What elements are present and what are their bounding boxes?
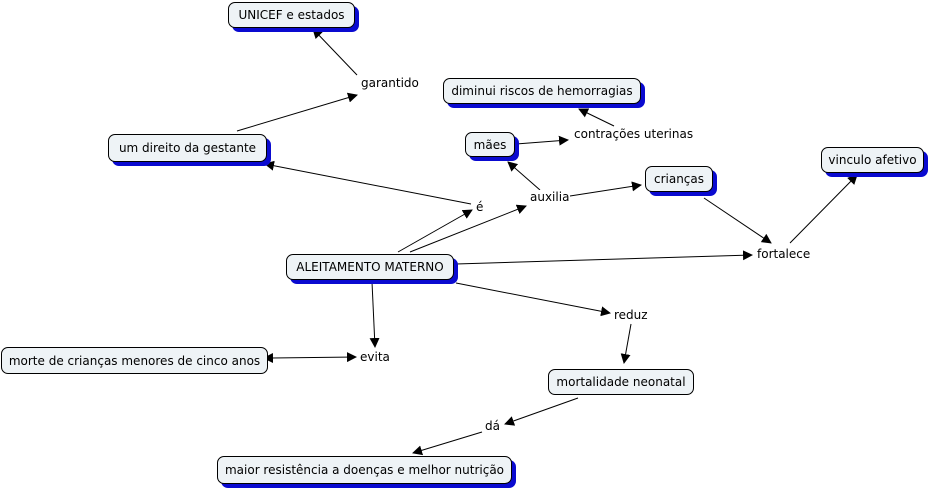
- edge-fortalece-vinculo: [789, 174, 858, 244]
- edge-maes-contracoes: [515, 135, 569, 146]
- concept-vinculo-afetivo[interactable]: vinculo afetivo: [821, 147, 924, 173]
- concept-aleitamento-materno[interactable]: ALEITAMENTO MATERNO: [286, 254, 454, 280]
- edge-morte-evita: [263, 352, 357, 363]
- edge-aleitamento-reduz: [455, 282, 611, 317]
- edge-auxilia-criancas: [569, 181, 642, 197]
- edge-e-direito: [264, 160, 472, 205]
- edge-aleitamento-evita: [367, 273, 380, 348]
- edge-auxilia-maes: [507, 161, 541, 191]
- edge-criancas-fortalece: [703, 197, 772, 244]
- link-auxilia[interactable]: auxilia: [529, 190, 571, 204]
- concept-resistencia-nutricao[interactable]: maior resistência a doenças e melhor nut…: [217, 456, 512, 484]
- link-evita[interactable]: evita: [359, 350, 391, 364]
- concept-criancas[interactable]: crianças: [645, 166, 713, 192]
- link-reduz[interactable]: reduz: [613, 308, 649, 322]
- link-fortalece[interactable]: fortalece: [756, 247, 812, 261]
- link-garantido[interactable]: garantido: [360, 76, 420, 90]
- edge-aleitamento-auxilia: [409, 204, 527, 253]
- concept-morte-criancas[interactable]: morte de crianças menores de cinco anos: [1, 347, 268, 374]
- edge-contracoes-hemorragias: [578, 108, 615, 127]
- edge-reduz-mortalidade: [620, 323, 632, 364]
- link-e[interactable]: é: [475, 200, 485, 214]
- edge-aleitamento-fortalece: [455, 250, 753, 265]
- concept-maes[interactable]: mães: [465, 132, 515, 157]
- edge-aleitamento-e: [397, 209, 473, 253]
- concept-hemorragias[interactable]: diminui riscos de hemorragias: [443, 78, 641, 104]
- concept-direito-gestante[interactable]: um direito da gestante: [108, 134, 267, 162]
- link-da[interactable]: dá: [484, 419, 501, 433]
- concept-mortalidade-neonatal[interactable]: mortalidade neonatal: [548, 369, 694, 395]
- edge-direito-garantido: [236, 92, 358, 132]
- edge-garantido-unicef: [312, 28, 358, 76]
- link-contracoes-uterinas[interactable]: contrações uterinas: [573, 127, 695, 141]
- concept-unicef[interactable]: UNICEF e estados: [228, 2, 355, 28]
- edge-da-resistencia: [412, 431, 483, 456]
- edge-mortalidade-da: [504, 397, 579, 426]
